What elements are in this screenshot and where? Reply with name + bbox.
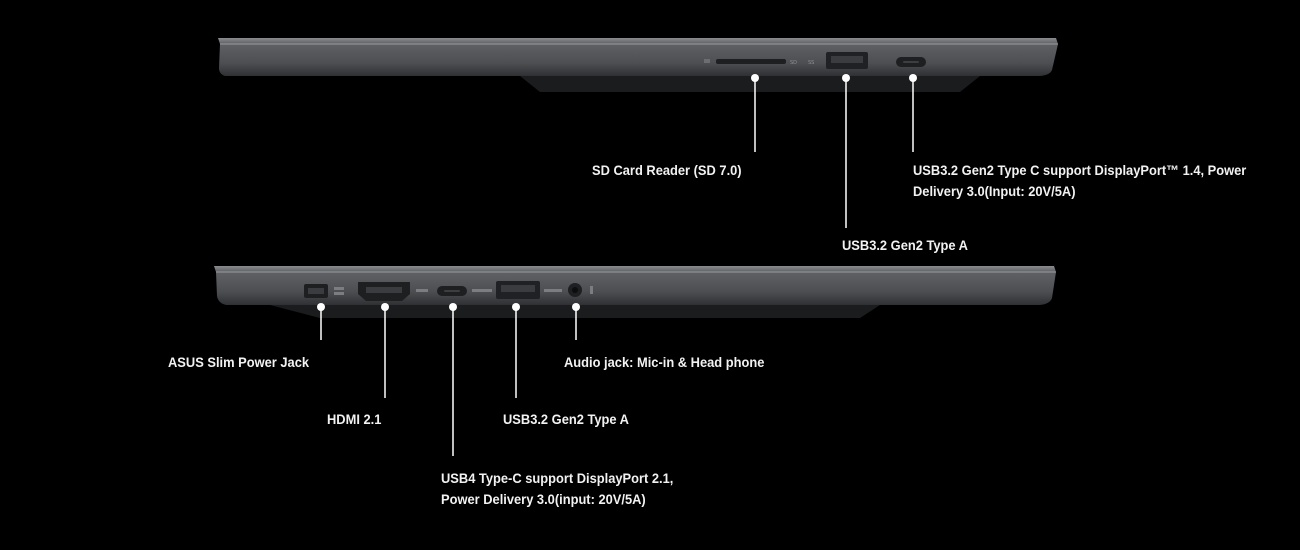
label-usb4-line-2: Power Delivery 3.0(input: 20V/5A) [441,491,646,507]
sd-card-slot: SD [704,59,797,66]
svg-text:SD: SD [790,60,797,66]
label-usb-a-right: USB3.2 Gen2 Type A [842,237,968,253]
usb4-c-port [437,286,492,296]
label-usb-c-right: USB3.2 Gen2 Type C support DisplayPort™ … [913,160,1246,202]
audio-jack [568,283,593,297]
label-usb4: USB4 Type-C support DisplayPort 2.1, Pow… [441,468,673,510]
usb-a-port-right: SS [808,52,868,69]
label-hdmi: HDMI 2.1 [327,411,382,427]
power-jack [304,284,344,298]
label-usb-c-right-line-2: Delivery 3.0(Input: 20V/5A) [913,183,1076,199]
label-usb-a-left: USB3.2 Gen2 Type A [503,411,629,427]
hdmi-port [358,282,428,301]
callout-lines-right [751,74,917,228]
label-audio-jack: Audio jack: Mic-in & Head phone [564,354,765,370]
laptop-right-side-view: SD SS [218,38,1058,92]
svg-text:SS: SS [808,60,814,66]
label-power-jack: ASUS Slim Power Jack [168,354,310,370]
label-sd-card-reader: SD Card Reader (SD 7.0) [592,162,742,178]
label-usb-c-right-line-1: USB3.2 Gen2 Type C support DisplayPort™ … [913,162,1247,178]
usb-a-port-left [496,281,562,299]
callout-lines-left [317,303,580,456]
usb-c-port-right [896,57,926,67]
laptop-left-side-view [214,266,1056,318]
label-usb4-line-1: USB4 Type-C support DisplayPort 2.1, [441,470,674,486]
